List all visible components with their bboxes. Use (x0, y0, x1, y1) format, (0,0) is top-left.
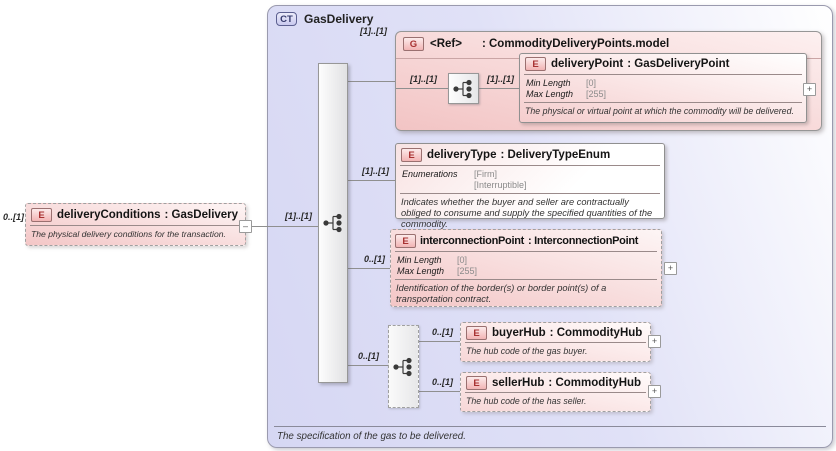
facet-row: Min Length [0] (526, 78, 597, 88)
connector-line (252, 226, 318, 227)
divider (30, 225, 241, 226)
connector-line (419, 341, 460, 342)
element-buyer-hub[interactable]: E buyerHub: CommodityHub The hub code of… (460, 322, 651, 362)
connector-line (348, 180, 395, 181)
cardinality-label: [1]..[1] (487, 74, 514, 84)
element-title: deliveryPoint: GasDeliveryPoint (551, 58, 730, 70)
element-header: E deliveryType: DeliveryTypeEnum (396, 144, 664, 165)
facet-row: Min Length [0] (397, 255, 468, 265)
cardinality-label: [1]..[1] (410, 74, 437, 84)
facet-row: Enumerations [Firm] [Interruptible] (402, 169, 527, 190)
element-annotation: The hub code of the has seller. (466, 396, 587, 406)
element-delivery-conditions[interactable]: E deliveryConditions: GasDelivery The ph… (25, 203, 246, 246)
divider (400, 165, 660, 166)
sequence-compositor[interactable] (318, 63, 348, 383)
element-delivery-type[interactable]: E deliveryType: DeliveryTypeEnum Enumera… (395, 143, 665, 229)
connector-line (419, 391, 460, 392)
element-title: deliveryConditions: GasDelivery (57, 209, 239, 221)
element-header: E deliveryPoint: GasDeliveryPoint (520, 54, 806, 74)
element-annotation: The physical or virtual point at which t… (525, 106, 794, 116)
connector-line (348, 81, 395, 82)
complex-type-header: CT GasDelivery (276, 12, 373, 26)
group-header: G <Ref>: CommodityDeliveryPoints.model (396, 32, 821, 55)
facet-list: Enumerations [Firm] [Interruptible] (396, 166, 664, 193)
element-annotation: Identification of the border(s) or borde… (396, 283, 607, 304)
element-badge: E (401, 148, 422, 162)
cardinality-label: 0..[1] (364, 254, 386, 264)
element-badge: E (466, 326, 487, 340)
element-title: buyerHub: CommodityHub (492, 327, 643, 339)
hub-sequence-compositor[interactable] (388, 325, 419, 408)
divider (395, 251, 657, 252)
connector-line (479, 88, 519, 89)
expand-button[interactable]: + (648, 335, 661, 348)
element-annotation: The hub code of the gas buyer. (466, 346, 588, 356)
connector-line (348, 268, 390, 269)
element-badge: E (31, 208, 52, 222)
cardinality-label: [1]..[1] (360, 26, 387, 36)
element-seller-hub[interactable]: E sellerHub: CommodityHub The hub code o… (460, 372, 651, 412)
sequence-icon (393, 357, 412, 376)
group-sequence-compositor[interactable] (448, 73, 479, 104)
element-header: E buyerHub: CommodityHub (461, 323, 650, 342)
expand-button[interactable]: + (648, 385, 661, 398)
divider (465, 342, 646, 343)
facet-list: Min Length [0] Max Length [255] (391, 252, 661, 279)
complex-type-annotation: The specification of the gas to be deliv… (277, 431, 466, 442)
annotation-divider (274, 426, 826, 427)
collapse-button[interactable]: – (239, 220, 252, 233)
element-badge: E (466, 376, 487, 390)
element-title: deliveryType: DeliveryTypeEnum (427, 149, 611, 161)
cardinality-label: 0..[1] (432, 377, 454, 387)
expand-button[interactable]: + (664, 262, 677, 275)
complex-type-badge: CT (276, 12, 297, 26)
enumeration-values: [Firm] [Interruptible] (474, 169, 527, 190)
group-title: <Ref>: CommodityDeliveryPoints.model (430, 38, 670, 50)
facet-list: Min Length [0] Max Length [255] (520, 75, 806, 102)
cardinality-label: [1]..[1] (285, 211, 312, 221)
element-interconnection-point[interactable]: E interconnectionPoint: InterconnectionP… (390, 229, 662, 307)
facet-row: Max Length [255] (397, 266, 478, 276)
cardinality-label: 0..[1] (432, 327, 454, 337)
element-badge: E (525, 57, 546, 71)
connector-line (348, 365, 388, 366)
complex-type-title: GasDelivery (304, 12, 374, 26)
element-badge: E (395, 234, 416, 248)
divider (524, 102, 802, 103)
facet-row: Max Length [255] (526, 89, 607, 99)
element-title: sellerHub: CommodityHub (492, 377, 642, 389)
divider (465, 392, 646, 393)
element-header: E deliveryConditions: GasDelivery (26, 204, 245, 225)
sequence-icon (453, 79, 472, 98)
cardinality-label: [1]..[1] (362, 166, 389, 176)
cardinality-label: 0..[1] (358, 351, 380, 361)
divider (400, 193, 660, 194)
divider (395, 279, 657, 280)
cardinality-label: 0..[1] (3, 212, 25, 222)
element-delivery-point[interactable]: E deliveryPoint: GasDeliveryPoint Min Le… (519, 53, 807, 123)
connector-line (396, 88, 448, 89)
element-header: E interconnectionPoint: InterconnectionP… (391, 230, 661, 251)
divider (524, 74, 802, 75)
element-annotation: The physical delivery conditions for the… (31, 229, 226, 239)
expand-button[interactable]: + (803, 83, 816, 96)
element-header: E sellerHub: CommodityHub (461, 373, 650, 392)
group-badge: G (403, 37, 424, 51)
element-title: interconnectionPoint: InterconnectionPoi… (420, 235, 639, 247)
sequence-icon (322, 213, 342, 233)
element-annotation: Indicates whether the buyer and seller a… (401, 197, 653, 229)
